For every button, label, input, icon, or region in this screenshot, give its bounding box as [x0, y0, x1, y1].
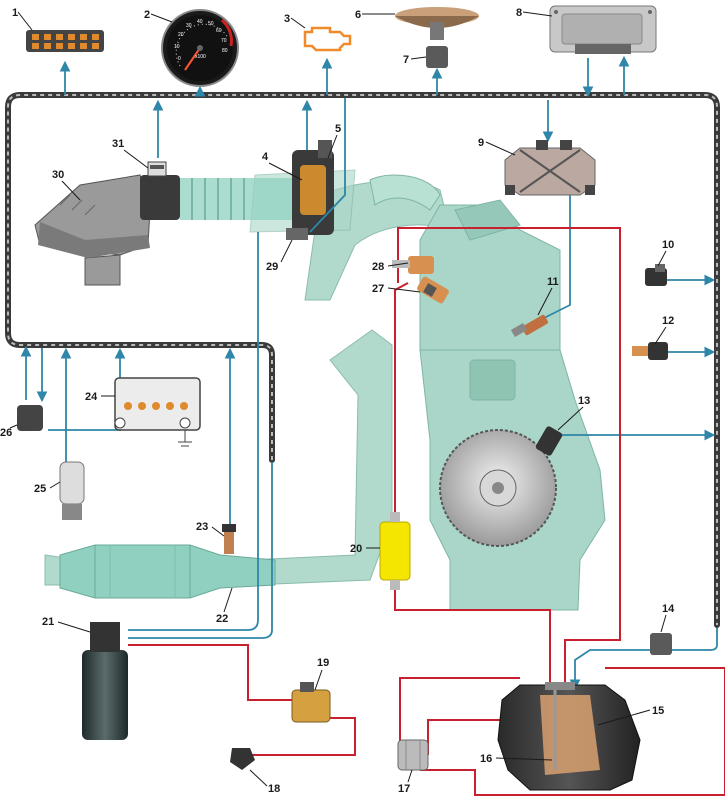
label-9: 9: [478, 137, 484, 149]
ignition-switch: [59, 461, 85, 520]
label-4: 4: [262, 151, 269, 163]
label-31: 31: [112, 138, 124, 150]
gauge-tick: 20: [178, 32, 184, 38]
label-6: 6: [355, 9, 361, 21]
intake-manifold: [369, 174, 441, 211]
label-15: 15: [652, 705, 664, 717]
label-7: 7: [403, 54, 409, 66]
label-19: 19: [317, 657, 329, 669]
fuel-tank: [497, 682, 641, 791]
exhaust-downpipe: [249, 329, 393, 586]
purge-valve: [291, 682, 331, 723]
label-11: 11: [547, 276, 559, 288]
gauge-tick: 10: [174, 44, 180, 50]
sensor-box-7: [426, 46, 448, 68]
main-relay: [17, 405, 43, 431]
knock-sensor: [535, 426, 563, 456]
mass-air-flow-sensor: [140, 161, 180, 220]
label-5: 5: [335, 123, 341, 135]
throttle-body: [286, 140, 334, 240]
valve-cover: [454, 199, 521, 241]
wiring-harness-dashes: [7, 94, 718, 625]
label-8: 8: [516, 7, 522, 19]
gauge-tick: 80: [222, 48, 228, 54]
gauge-tick: 50: [208, 21, 214, 27]
label-17: 17: [398, 783, 410, 795]
label-25: 25: [34, 483, 46, 495]
label-30: 30: [52, 169, 64, 181]
label-2: 2: [144, 9, 150, 21]
signal-wires: [20, 55, 718, 691]
fuel-lines: [128, 227, 725, 796]
label-24: 24: [85, 391, 98, 403]
label-22: 22: [216, 613, 228, 625]
label-3: 3: [284, 13, 290, 25]
piston: [469, 359, 516, 401]
label-18: 18: [268, 783, 280, 795]
fuel-filter-yellow: [379, 512, 411, 590]
fuel-pump-relay: [650, 633, 672, 655]
callout-labels: 1 2 3 4 5 6 7 8 9 10 11 12 13 14 15 16 1…: [0, 7, 675, 795]
label-27: 27: [372, 283, 384, 295]
spark-plug: [510, 314, 549, 337]
fuel-filter: [397, 739, 429, 771]
engine-control-unit: [549, 5, 657, 54]
air-intake-hose: [180, 178, 300, 220]
fuel-injector: [417, 276, 449, 304]
coolant-temperature-sensor: [632, 342, 668, 360]
label-14: 14: [662, 603, 675, 615]
flywheel: [439, 429, 557, 547]
check-engine-icon: [303, 26, 352, 52]
battery: [114, 377, 201, 447]
label-23: 23: [196, 521, 208, 533]
label-13: 13: [578, 395, 590, 407]
tachometer: 0 10 20 30 40 50 60 70 80 x100: [161, 9, 239, 87]
label-21: 21: [42, 616, 54, 628]
label-10: 10: [662, 239, 674, 251]
gauge-tick: 40: [197, 19, 203, 25]
charcoal-canister: [82, 622, 128, 740]
crankshaft-position-sensor: [645, 264, 667, 286]
label-28: 28: [372, 261, 384, 273]
label-26: 26: [0, 427, 12, 439]
label-29: 29: [266, 261, 278, 273]
gauge-tick: 60: [216, 28, 222, 34]
gauge-tick-zero: 0: [178, 56, 181, 62]
idle-speed-controller: [395, 7, 479, 40]
catalytic-converter: [59, 544, 276, 599]
label-20: 20: [350, 543, 362, 555]
label-16: 16: [480, 753, 492, 765]
oxygen-sensor: [222, 524, 236, 554]
gauge-tick: 70: [221, 38, 227, 44]
label-1: 1: [12, 7, 18, 19]
air-filter-housing: [34, 174, 151, 286]
gauge-tick: 30: [186, 23, 192, 29]
fuel-vapor-valve: [230, 748, 255, 770]
diagnostic-connector: [26, 30, 104, 52]
label-12: 12: [662, 315, 674, 327]
gauge-unit: x100: [195, 54, 206, 60]
ignition-coil: [504, 140, 596, 196]
